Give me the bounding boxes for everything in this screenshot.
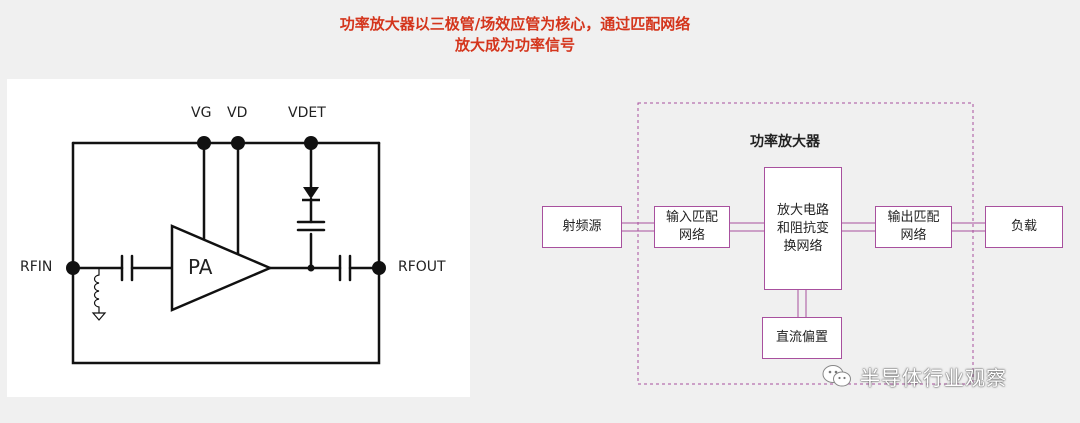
label-pa: PA <box>188 255 213 279</box>
label-vd: VD <box>227 105 248 121</box>
output-capacitor <box>338 254 352 282</box>
node-rfin <box>66 261 80 275</box>
detector-diode <box>303 187 319 199</box>
block-diagram: 功率放大器 射频源 输入匹配网络 放大电路和阻抗变换网络 输出匹配网络 负载 直… <box>500 95 1080 395</box>
link-source-input <box>622 222 654 232</box>
link-core-output <box>842 222 875 232</box>
block-title: 功率放大器 <box>750 134 820 150</box>
link-input-core <box>730 222 764 232</box>
block-diagram-lines <box>622 102 985 385</box>
ground-symbol <box>91 312 107 321</box>
label-rfin: RFIN <box>20 259 53 275</box>
block-load: 负载 <box>985 206 1063 248</box>
wechat-icon <box>822 365 851 387</box>
node-vg <box>197 136 211 150</box>
wire-left <box>71 141 381 365</box>
rfin-inductor <box>93 267 100 314</box>
pa-boundary <box>637 102 974 385</box>
block-amplifier-core: 放大电路和阻抗变换网络 <box>764 167 842 290</box>
label-rfout: RFOUT <box>398 259 446 275</box>
block-rf-source: 射频源 <box>542 206 622 248</box>
watermark-text: 半导体行业观察 <box>860 365 1007 390</box>
block-input-match: 输入匹配网络 <box>654 206 730 248</box>
label-vg: VG <box>191 105 212 121</box>
caption-line-2: 放大成为功率信号 <box>454 36 575 54</box>
node-rfout <box>372 261 386 275</box>
watermark: 半导体行业观察 <box>822 359 1007 393</box>
label-vdet: VDET <box>288 105 326 121</box>
input-capacitor <box>120 254 134 282</box>
node-vdet <box>304 136 318 150</box>
pa-amplifier <box>170 224 274 312</box>
circuit-panel: VG VD VDET RFIN RFOUT PA <box>7 79 470 397</box>
link-output-load <box>952 222 985 232</box>
block-output-match: 输出匹配网络 <box>875 206 952 248</box>
node-vd <box>231 136 245 150</box>
block-dc-bias: 直流偏置 <box>762 317 842 359</box>
caption-line-1: 功率放大器以三极管/场效应管为核心，通过匹配网络 <box>339 15 691 33</box>
junction-output <box>307 264 315 272</box>
circuit-schematic <box>66 136 386 365</box>
link-core-bias <box>797 290 807 317</box>
